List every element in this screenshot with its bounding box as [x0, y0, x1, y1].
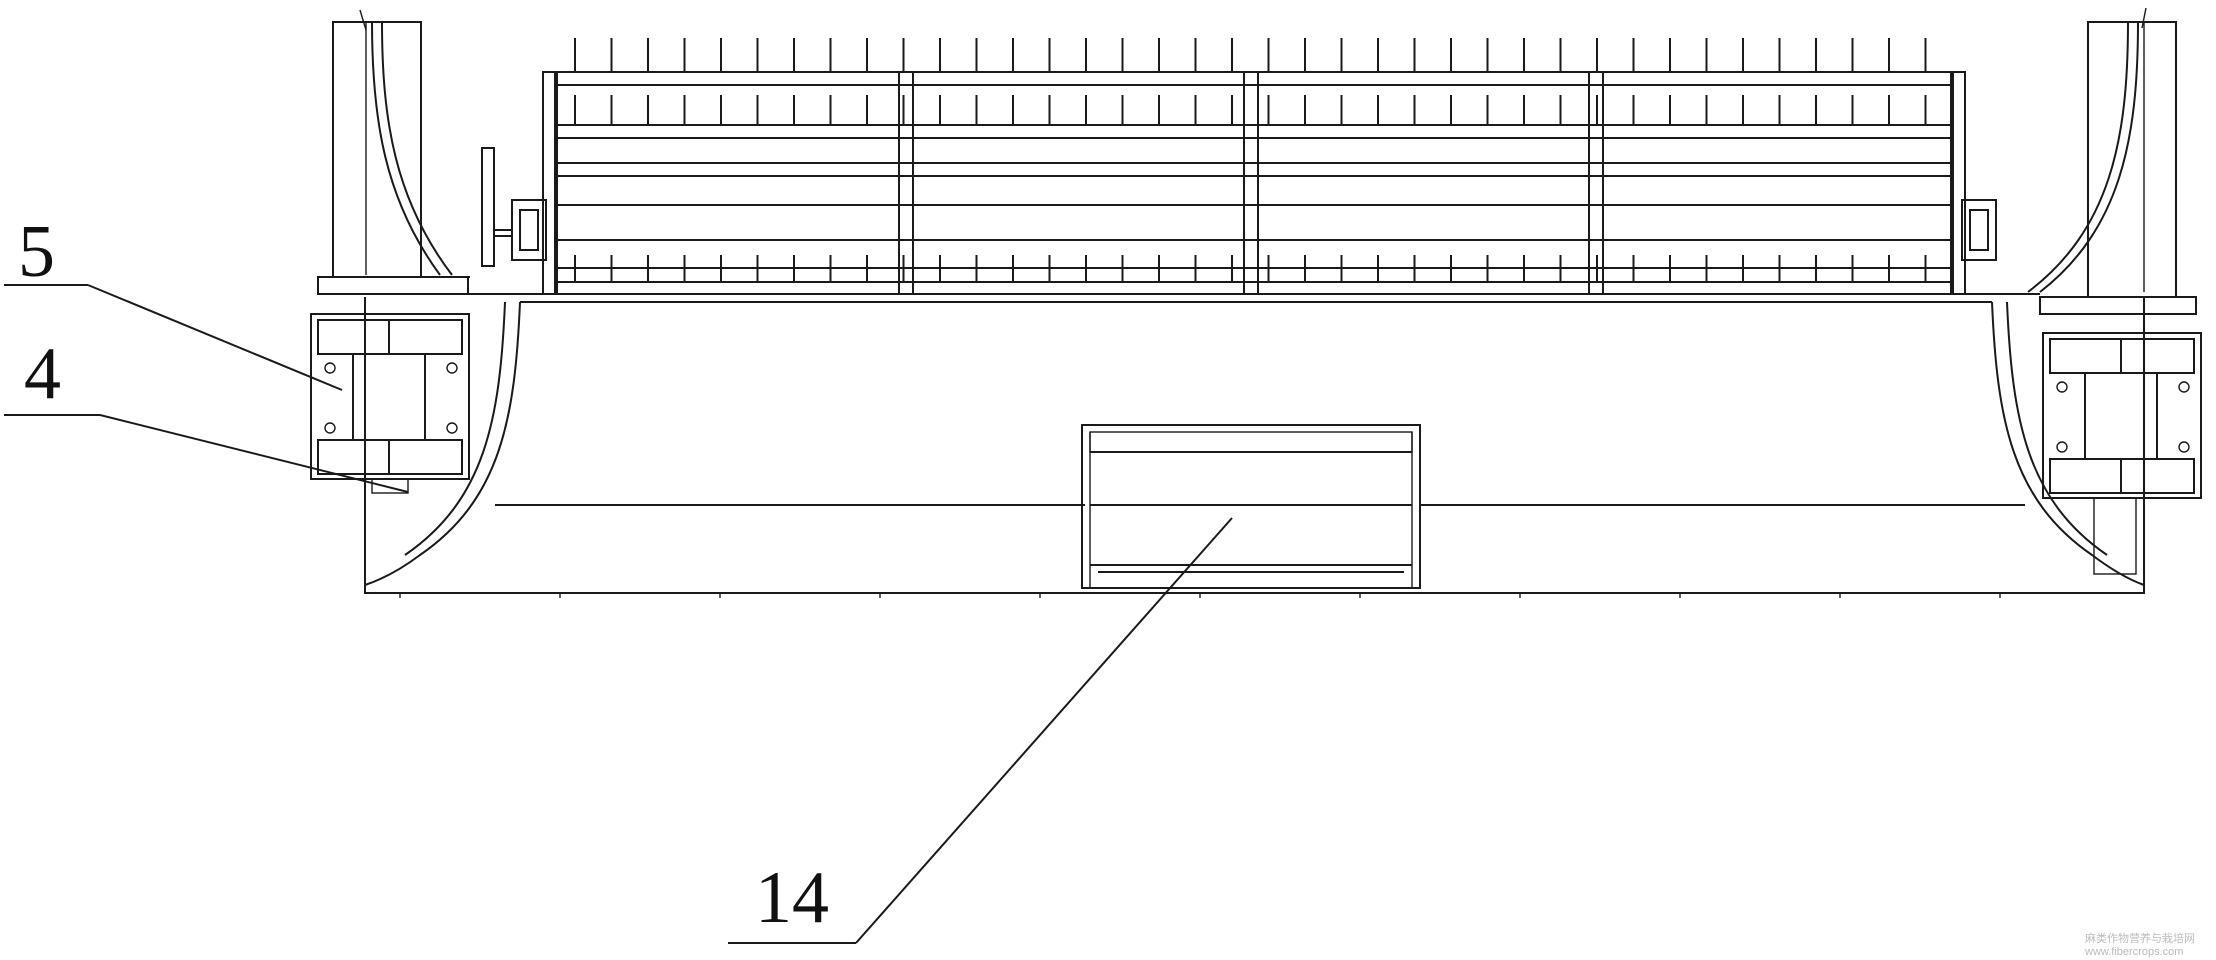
reel-drum [542, 71, 1966, 295]
base-frame [318, 293, 2145, 598]
leader-lines [4, 284, 1233, 944]
handwheel [481, 147, 512, 267]
right-drive-box [2042, 332, 2202, 575]
reel-teeth [574, 38, 1927, 282]
watermark-line1: 麻类作物营养与栽培网 [2085, 931, 2195, 945]
watermark-line2: www.fibercrops.com [2084, 946, 2183, 958]
right-column [2027, 7, 2197, 315]
label-5: 5 [18, 211, 55, 293]
base-feet [399, 593, 2001, 598]
reel-hubs [511, 199, 1997, 261]
left-drive-box [310, 313, 470, 494]
label-14: 14 [755, 857, 829, 939]
label-4: 4 [24, 333, 61, 415]
left-column [317, 9, 470, 295]
outlet-chute [1081, 424, 1421, 589]
